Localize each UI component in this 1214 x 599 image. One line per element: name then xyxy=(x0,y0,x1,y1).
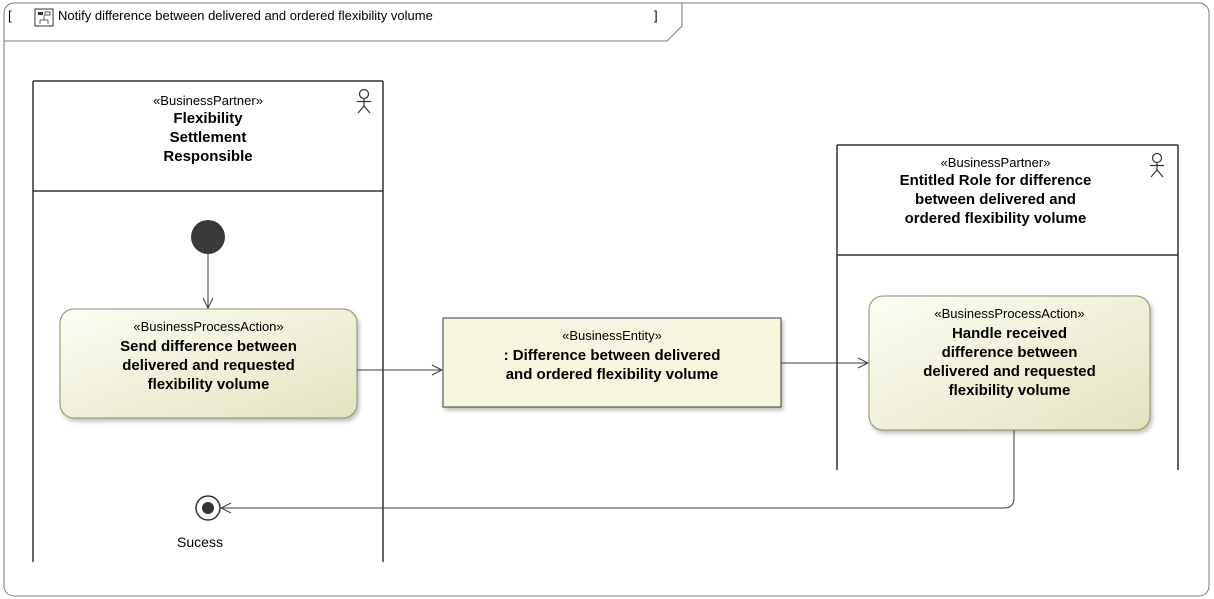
diagram-frame xyxy=(3,2,1210,597)
final-node-label: Sucess xyxy=(177,534,223,550)
lane-name-line: ordered flexibility volume xyxy=(904,210,1087,227)
action-handle-label: «BusinessProcessAction» Handle received … xyxy=(869,305,1150,400)
frame-open-bracket: [ xyxy=(8,8,12,23)
activity-diagram-icon xyxy=(34,8,54,27)
final-node xyxy=(195,495,221,521)
action-name-line: delivered and requested xyxy=(122,357,295,374)
action-name-line: Handle received xyxy=(951,325,1068,342)
action-name-line: flexibility volume xyxy=(147,376,270,393)
action-handle-received xyxy=(868,295,1151,431)
entity-name-line: and ordered flexibility volume xyxy=(505,366,719,383)
initial-node xyxy=(191,220,225,254)
lane-stereotype: «BusinessPartner» xyxy=(153,93,263,108)
business-entity-box xyxy=(442,317,782,408)
frame-title: [ Notify difference between delivered an… xyxy=(8,6,662,26)
action-name-line: difference between xyxy=(941,344,1078,361)
action-send-label: «BusinessProcessAction» Send difference … xyxy=(60,318,357,394)
lane-name-line: Responsible xyxy=(163,148,253,165)
entity-stereotype: «BusinessEntity» xyxy=(562,328,662,343)
lane-name-line: Entitled Role for difference xyxy=(899,172,1092,189)
lane-name-line: Flexibility xyxy=(173,110,243,127)
actor-icon xyxy=(357,88,371,114)
frame-title-tab xyxy=(4,3,683,42)
action-stereotype: «BusinessProcessAction» xyxy=(934,306,1085,321)
lane-name-line: between delivered and xyxy=(915,191,1076,208)
swimlane-flexibility-settlement-responsible xyxy=(32,80,384,562)
lane-name-line: Settlement xyxy=(169,129,247,146)
lane-stereotype: «BusinessPartner» xyxy=(940,155,1051,170)
action-stereotype: «BusinessProcessAction» xyxy=(133,319,284,334)
entity-name-line: : Difference between delivered xyxy=(503,347,721,364)
frame-title-text: Notify difference between delivered and … xyxy=(58,8,433,23)
lane-header-left: «BusinessPartner» Flexibility Settlement… xyxy=(33,92,383,166)
frame-close-bracket: ] xyxy=(654,8,658,23)
action-name-line: flexibility volume xyxy=(948,382,1071,399)
swimlane-entitled-role xyxy=(836,144,1179,470)
business-entity-label: «BusinessEntity» : Difference between de… xyxy=(443,327,781,384)
action-name-line: Send difference between xyxy=(120,338,297,355)
lane-header-right: «BusinessPartner» Entitled Role for diff… xyxy=(837,154,1154,228)
action-name-line: delivered and requested xyxy=(923,363,1096,380)
actor-icon xyxy=(1150,152,1164,178)
control-flow-to-final xyxy=(221,430,1015,508)
action-send-difference xyxy=(59,308,358,419)
